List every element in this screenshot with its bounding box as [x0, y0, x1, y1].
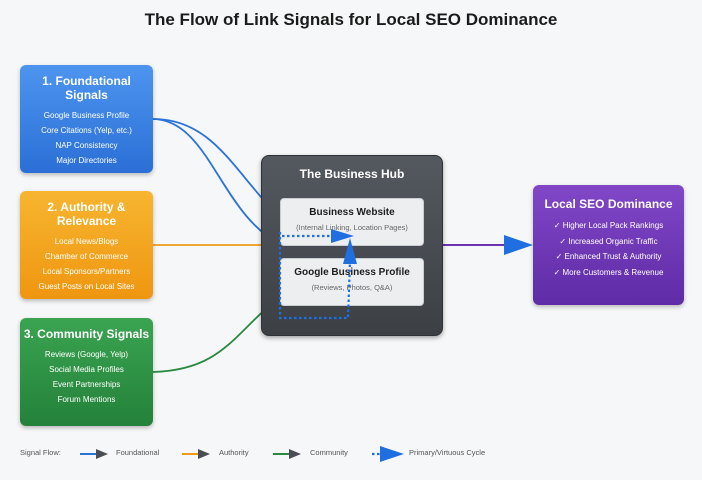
- local-seo-dominance-title: Local SEO Dominance: [544, 197, 673, 211]
- community-item: Forum Mentions: [57, 395, 116, 404]
- legend-foundational-arrowhead: [96, 449, 108, 459]
- google-business-profile-title: Google Business Profile: [294, 267, 410, 278]
- business-website-title: Business Website: [309, 207, 395, 218]
- dominance-item: ✓ Enhanced Trust & Authority: [555, 252, 662, 261]
- legend-community-label: Community: [310, 448, 348, 457]
- virtuous-cycle-arrowhead-up: [343, 238, 357, 264]
- foundational-item: NAP Consistency: [55, 141, 118, 150]
- authority-item: Guest Posts on Local Sites: [38, 282, 135, 291]
- virtuous-cycle-loop: [278, 232, 352, 320]
- diagram-title: The Flow of Link Signals for Local SEO D…: [144, 10, 558, 29]
- google-business-profile-box: Google Business Profile (Reviews, Photos…: [280, 258, 424, 306]
- authority-relevance-card: 2. Authority & Relevance Local News/Blog…: [20, 191, 153, 299]
- legend-primary-label: Primary/Virtuous Cycle: [409, 448, 486, 457]
- authority-item: Local News/Blogs: [54, 237, 119, 246]
- legend-foundational-label: Foundational: [116, 448, 160, 457]
- legend-label: Signal Flow:: [20, 448, 61, 457]
- google-business-profile-subtitle: (Reviews, Photos, Q&A): [311, 283, 393, 292]
- foundational-item: Google Business Profile: [43, 111, 130, 120]
- community-signals-title: 3. Community Signals: [23, 327, 150, 341]
- local-seo-dominance-card: Local SEO Dominance ✓ Higher Local Pack …: [533, 185, 684, 305]
- foundational-item: Major Directories: [56, 156, 117, 165]
- community-item: Event Partnerships: [52, 380, 121, 389]
- legend-primary-arrowhead: [380, 446, 404, 462]
- legend-community-arrowhead: [289, 449, 301, 459]
- virtuous-cycle-arrowhead-right: [331, 229, 354, 243]
- dominance-item: ✓ Higher Local Pack Rankings: [553, 221, 664, 230]
- legend-authority-arrowhead: [198, 449, 210, 459]
- community-item: Social Media Profiles: [49, 365, 124, 374]
- business-website-subtitle: (Internal Linking, Location Pages): [296, 223, 408, 232]
- foundational-item: Core Citations (Yelp, etc.): [41, 126, 132, 135]
- community-signals-card: 3. Community Signals Reviews (Google, Ye…: [20, 318, 153, 426]
- authority-relevance-title: 2. Authority & Relevance: [47, 200, 126, 228]
- legend-authority-label: Authority: [219, 448, 249, 457]
- foundational-signals-card: 1. Foundational Signals Google Business …: [20, 65, 153, 173]
- dominance-item: ✓ More Customers & Revenue: [553, 267, 664, 277]
- community-item: Reviews (Google, Yelp): [44, 350, 129, 359]
- authority-item: Local Sponsors/Partners: [42, 267, 131, 276]
- business-hub-title: The Business Hub: [299, 167, 405, 181]
- primary-flow-arrowhead: [504, 235, 533, 255]
- foundational-signals-title: 1. Foundational Signals: [42, 74, 131, 102]
- dominance-item: ✓ Increased Organic Traffic: [559, 236, 658, 246]
- authority-item: Chamber of Commerce: [44, 252, 129, 261]
